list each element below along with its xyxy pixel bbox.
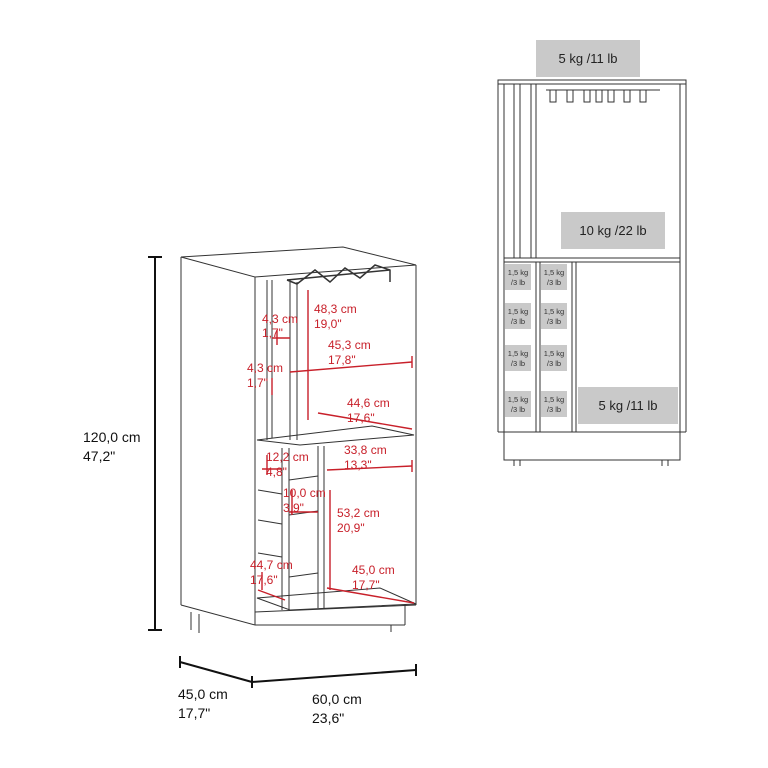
dim-7-in: 13,3" <box>344 458 372 472</box>
svg-text:5 kg /11 lb: 5 kg /11 lb <box>598 398 657 413</box>
dim-11-cm: 45,0 cm <box>352 563 395 577</box>
bottle-cell-3: 1,5 kg/3 lb <box>505 303 531 329</box>
bottle-weight-cells: 1,5 kg/3 lb1,5 kg/3 lb1,5 kg/3 lb1,5 kg/… <box>505 264 567 417</box>
height-cm-label: 120,0 cm <box>83 429 141 445</box>
bottle-cell-lb: /3 lb <box>547 278 561 287</box>
dim-9-cm: 53,2 cm <box>337 506 380 520</box>
height-in-label: 47,2" <box>83 448 115 464</box>
bottle-cell-lb: /3 lb <box>547 405 561 414</box>
dim-1-cm: 4,3 cm <box>262 312 298 326</box>
bottle-cell-box <box>541 303 567 329</box>
bottle-cell-lb: /3 lb <box>511 405 525 414</box>
dim-4-cm: 4,3 cm <box>247 361 283 375</box>
bottle-cell-kg: 1,5 kg <box>508 307 528 316</box>
bottle-cell-box <box>541 345 567 371</box>
dim-3-in: 17,8" <box>328 353 356 367</box>
bottle-cell-kg: 1,5 kg <box>508 268 528 277</box>
dim-9-in: 20,9" <box>337 521 365 535</box>
width-cm-label: 60,0 cm <box>312 691 362 707</box>
bottle-cell-1: 1,5 kg/3 lb <box>505 264 531 290</box>
weight-top: 5 kg /11 lb <box>536 40 640 77</box>
bottle-cell-kg: 1,5 kg <box>508 395 528 404</box>
glass-rack <box>286 264 391 285</box>
bottle-cell-kg: 1,5 kg <box>544 307 564 316</box>
svg-text:5 kg /11 lb: 5 kg /11 lb <box>558 51 617 66</box>
bottle-cell-kg: 1,5 kg <box>544 268 564 277</box>
bottle-cell-box <box>505 345 531 371</box>
bottle-cell-lb: /3 lb <box>511 359 525 368</box>
cabinet-front-view <box>497 79 687 466</box>
dim-8-in: 3,9" <box>283 501 304 515</box>
depth-cm-label: 45,0 cm <box>178 686 228 702</box>
inner-dimension-lines <box>257 290 415 604</box>
bottle-cell-box <box>541 264 567 290</box>
dim-7-cm: 33,8 cm <box>344 443 387 457</box>
bottle-cell-8: 1,5 kg/3 lb <box>541 391 567 417</box>
overall-dimension-lines <box>148 256 417 688</box>
width-in-label: 23,6" <box>312 710 344 726</box>
dim-6-cm: 12,2 cm <box>266 450 309 464</box>
dim-5-in: 17,6" <box>347 411 375 425</box>
dim-3-cm: 45,3 cm <box>328 338 371 352</box>
bottle-cell-box <box>541 391 567 417</box>
bottle-cell-kg: 1,5 kg <box>508 349 528 358</box>
bottle-cell-kg: 1,5 kg <box>544 395 564 404</box>
dim-4-in: 1,7" <box>247 376 268 390</box>
bottle-cell-lb: /3 lb <box>511 317 525 326</box>
bottle-cell-7: 1,5 kg/3 lb <box>505 391 531 417</box>
bottle-cell-box <box>505 391 531 417</box>
bottle-cell-box <box>505 303 531 329</box>
dim-5-cm: 44,6 cm <box>347 396 390 410</box>
bottle-cell-6: 1,5 kg/3 lb <box>541 345 567 371</box>
bottle-cell-5: 1,5 kg/3 lb <box>505 345 531 371</box>
bottle-cell-kg: 1,5 kg <box>544 349 564 358</box>
dim-6-in: 4,8" <box>266 465 287 479</box>
middle-shelf <box>256 425 415 446</box>
cabinet-top <box>180 246 417 278</box>
glass-slots <box>549 89 647 103</box>
bottle-cell-lb: /3 lb <box>547 317 561 326</box>
svg-text:10 kg /22 lb: 10 kg /22 lb <box>579 223 646 238</box>
cabinet-3d-view <box>180 246 417 633</box>
depth-in-label: 17,7" <box>178 705 210 721</box>
dim-11-in: 17,7" <box>352 578 380 592</box>
dim-8-cm: 10,0 cm <box>283 486 326 500</box>
weight-lower-shelf: 5 kg /11 lb <box>578 387 678 424</box>
dim-10-cm: 44,7 cm <box>250 558 293 572</box>
bottle-cell-lb: /3 lb <box>547 359 561 368</box>
weight-upper-shelf: 10 kg /22 lb <box>561 212 665 249</box>
dim-1-in: 1,7" <box>262 326 283 340</box>
dim-2-in: 19,0" <box>314 317 342 331</box>
bottle-cell-box <box>505 264 531 290</box>
bottle-cell-4: 1,5 kg/3 lb <box>541 303 567 329</box>
bottle-cell-lb: /3 lb <box>511 278 525 287</box>
dim-2-cm: 48,3 cm <box>314 302 357 316</box>
bottle-cell-2: 1,5 kg/3 lb <box>541 264 567 290</box>
dim-10-in: 17,6" <box>250 573 278 587</box>
